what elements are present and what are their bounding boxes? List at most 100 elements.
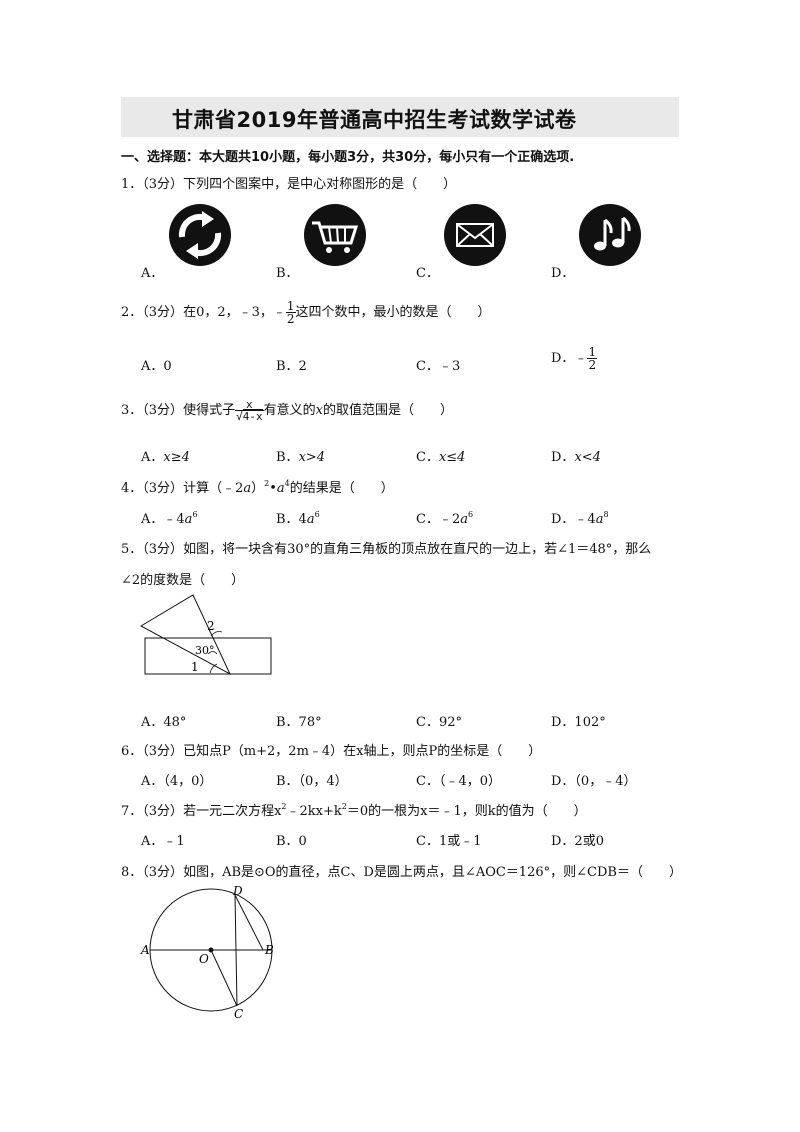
question-text: 计算（﹣2 (183, 481, 244, 496)
q5-option-a: A．48° (141, 715, 187, 730)
question-number: 1． (121, 177, 143, 192)
question-1: 1．（3分）下列四个图案中，是中心对称图形的是（ ） (121, 173, 456, 192)
question-7: 7．（3分）若一元二次方程x2﹣2kx+k2＝0的一根为x＝﹣1，则k的值为（ … (121, 800, 587, 819)
exponent: 4 (284, 479, 290, 488)
point-label-b: B (264, 943, 274, 957)
question-text: 这四个数中，最小的数是（ ） (295, 305, 491, 320)
fraction-numerator: x (235, 399, 264, 411)
option-label: A． (141, 450, 164, 465)
question-text: ﹣2kx+k (286, 804, 342, 819)
question-text: 的结果是（ ） (289, 481, 394, 496)
point-label-o: O (199, 952, 209, 966)
q6-option-b: B．（0，4） (276, 774, 348, 789)
question-5-line-2: ∠2的度数是（ ） (121, 573, 245, 588)
q3-option-c: C．x≤4 (416, 446, 465, 465)
question-4: 4．（3分）计算（﹣2a）2•a4的结果是（ ） (121, 477, 394, 496)
exponent: 2 (341, 802, 347, 811)
option-value: x<4 (574, 450, 601, 465)
operator: • (269, 481, 277, 496)
fraction-numerator: 1 (285, 299, 296, 313)
question-number: 8． (121, 865, 143, 880)
question-5: 5．（3分）如图，将一块含有30°的直角三角板的顶点放在直尺的一边上，若∠1＝4… (121, 538, 651, 557)
q7-option-a: A．﹣1 (141, 834, 185, 849)
angle-label-2: 2 (207, 619, 215, 633)
fraction-denominator: √4-x (236, 409, 263, 423)
option-label: B． (276, 450, 299, 465)
question-text: 如图，AB是⊙O的直径，点C、D是圆上两点，且∠AOC＝126°，则∠CDB＝（… (183, 865, 682, 880)
option-value: x≤4 (438, 450, 466, 465)
q4-option-c: C．﹣2a6 (416, 508, 473, 527)
question-score: （3分） (142, 403, 184, 418)
option-label: D． (551, 450, 575, 465)
q6-option-c: C．（﹣4，0） (416, 774, 501, 789)
section-heading: 一、选择题：本大题共10小题，每小题3分，共30分，每小只有一个正确选项. (121, 150, 575, 165)
q3-option-b: B．x>4 (276, 446, 325, 465)
question-text: 下列四个图案中，是中心对称图形的是（ ） (183, 177, 457, 192)
ruler-triangle-figure: 2 30° 1 (139, 594, 272, 676)
exponent: 6 (192, 510, 198, 519)
q7-option-d: D．2或0 (551, 834, 604, 849)
variable: a (306, 512, 315, 527)
question-text: 的取值范围是（ ） (322, 403, 453, 418)
question-number: 2． (121, 305, 143, 320)
q3-option-d: D．x<4 (551, 446, 601, 465)
option-label: D．﹣4 (551, 512, 596, 527)
question-number: 4． (121, 481, 143, 496)
fraction: x√4-x (235, 399, 264, 423)
radicand: 4-x (242, 409, 263, 423)
q1-option-b: B． (276, 266, 299, 281)
question-number: 6． (121, 744, 143, 759)
q5-option-d: D．102° (551, 715, 606, 730)
question-6: 6．（3分）已知点P（m+2，2m﹣4）在x轴上，则点P的坐标是（ ） (121, 740, 541, 759)
angle-label-1: 1 (191, 660, 199, 674)
recycle-arrows-icon (169, 204, 231, 266)
option-label: C． (416, 450, 439, 465)
question-score: （3分） (142, 305, 184, 320)
q4-option-b: B．4a6 (276, 508, 320, 527)
q1-option-c: C． (416, 266, 439, 281)
point-label-d: D (232, 885, 243, 898)
question-score: （3分） (142, 481, 184, 496)
q1-option-a: A． (141, 266, 164, 281)
q7-option-b: B．0 (276, 834, 307, 849)
option-value: x>4 (298, 450, 326, 465)
option-value: x≥4 (163, 450, 190, 465)
question-score: （3分） (142, 177, 184, 192)
q3-option-a: A．x≥4 (141, 446, 190, 465)
page-title: 甘肃省2019年普通高中招生考试数学试卷 (172, 108, 577, 132)
angle-label-30: 30° (195, 644, 215, 657)
q2-option-a: A．0 (141, 359, 172, 374)
option-label: C．﹣2 (416, 512, 461, 527)
envelope-icon (444, 204, 506, 266)
variable: a (184, 512, 193, 527)
question-text: ） (251, 481, 265, 496)
exponent: 2 (281, 802, 287, 811)
question-score: （3分） (142, 744, 184, 759)
question-text: 在0，2，﹣3，﹣ (183, 305, 286, 320)
shopping-cart-icon (304, 204, 366, 266)
q6-option-a: A．（4，0） (141, 774, 213, 789)
q5-option-b: B．78° (276, 715, 322, 730)
q2-option-b: B．2 (276, 359, 307, 374)
q6-option-d: D．（0，﹣4） (551, 774, 637, 789)
fraction-numerator: 1 (587, 345, 598, 359)
q2-option-c: C．﹣3 (416, 359, 461, 374)
option-label: D．﹣ (551, 351, 588, 366)
title-bar (121, 97, 679, 137)
q1-option-d: D． (551, 266, 575, 281)
question-number: 3． (121, 403, 143, 418)
question-text: ＝0的一根为x＝﹣1，则k的值为（ ） (346, 804, 587, 819)
question-8: 8．（3分）如图，AB是⊙O的直径，点C、D是圆上两点，且∠AOC＝126°，则… (121, 861, 682, 880)
exponent: 2 (264, 479, 270, 488)
question-score: （3分） (142, 865, 184, 880)
question-text: 若一元二次方程x (183, 804, 282, 819)
q4-option-d: D．﹣4a8 (551, 508, 609, 527)
option-label: B．4 (276, 512, 307, 527)
fraction-denominator: 2 (588, 358, 597, 372)
point-label-c: C (234, 1007, 243, 1021)
question-score: （3分） (142, 804, 184, 819)
variable: a (243, 481, 252, 496)
